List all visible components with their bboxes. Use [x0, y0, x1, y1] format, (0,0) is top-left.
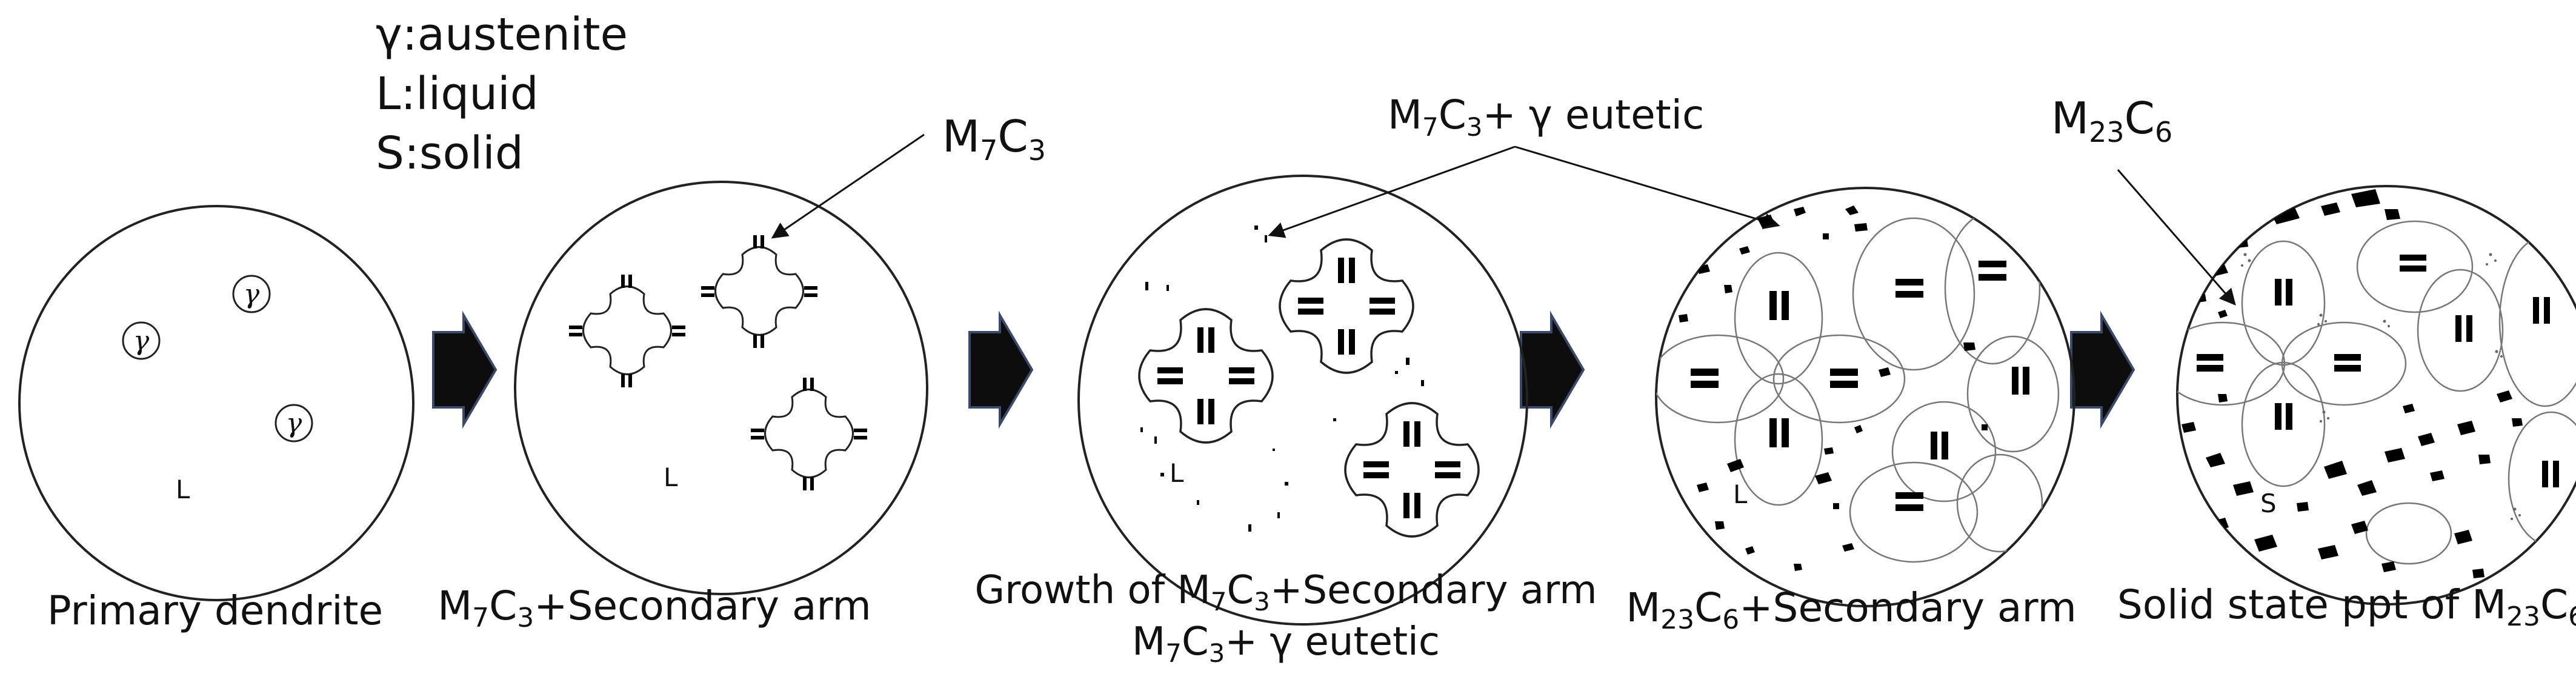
process-arrow: [1520, 310, 1585, 429]
stage-m7c3-secondary-arm: L M7C3 M7C3+Secondary arm: [438, 111, 1046, 633]
dendrite: [751, 378, 867, 490]
stage-3-circle: [1077, 175, 1528, 626]
svg-text:M7C3+ γ eutetic: M7C3+ γ eutetic: [1388, 92, 1704, 142]
region-label-liquid: L: [176, 475, 190, 504]
stage-2-caption: M7C3+Secondary arm: [438, 583, 871, 633]
gamma-nucleus: γ: [275, 404, 313, 443]
legend-solid: S:solid: [376, 127, 524, 179]
carbide-pairs: [2197, 255, 2559, 487]
eutectic-particles: [1140, 225, 1424, 532]
svg-text:γ: γ: [286, 408, 302, 439]
region-label-liquid: L: [664, 463, 678, 492]
process-arrow: [2070, 310, 2135, 429]
process-arrow: [968, 310, 1034, 429]
dendrite: [569, 275, 685, 387]
legend-gamma: γ:austenite: [376, 8, 628, 61]
svg-text:γ: γ: [244, 279, 260, 310]
stage-m23c6-secondary-arm: L M23C6+Secondary arm: [1626, 187, 2077, 635]
dendrite: [1279, 238, 1414, 374]
dendrite: [1138, 308, 1274, 444]
region-label-liquid: L: [1733, 479, 1748, 509]
region-label-liquid: L: [1170, 458, 1184, 488]
dendrite: [701, 235, 817, 348]
svg-text:M23C6: M23C6: [2051, 93, 2172, 149]
stage-4-caption: M23C6+Secondary arm: [1626, 584, 2077, 635]
stage-primary-dendrite: γ γ γ L Primary dendrite: [18, 205, 414, 634]
callout-m7c3-eutectic: M7C3+ γ eutetic: [1268, 92, 1780, 238]
m23c6-precipitates: [1679, 205, 1988, 571]
gamma-nucleus: γ: [122, 321, 161, 360]
process-arrow: [432, 310, 498, 429]
svg-text:γ: γ: [133, 326, 150, 356]
stage-3-caption-line2: M7C3+ γ eutetic: [1132, 620, 1440, 668]
stage-solid-state-ppt: S M23C6 Solid state ppt of M23C6: [2051, 93, 2576, 632]
stage-growth-m7c3: L M7C3+ γ eutetic Growth of M7C3+Seconda…: [974, 92, 1780, 668]
legend-liquid: L:liquid: [376, 68, 539, 120]
gamma-nucleus: γ: [232, 275, 271, 313]
fine-precipitate-dots: [2241, 253, 2521, 520]
stage-3-caption-line1: Growth of M7C3+Secondary arm: [974, 568, 1597, 616]
stage-4-circle: [1655, 187, 2075, 607]
m23c6-precipitates: [2182, 189, 2536, 578]
stage-5-circle: [2176, 185, 2576, 606]
stage-2-circle: [514, 181, 928, 595]
stage-1-caption: Primary dendrite: [47, 587, 383, 634]
dendrite: [1344, 402, 1480, 538]
svg-text:M7C3: M7C3: [942, 111, 1046, 167]
callout-m23c6: M23C6: [2051, 93, 2236, 306]
callout-m7c3: M7C3: [771, 111, 1046, 239]
stage-5-caption: Solid state ppt of M23C6: [2117, 581, 2576, 632]
stage-1-circle: [18, 205, 414, 601]
carbide-pairs: [1691, 261, 2029, 511]
region-label-solid: S: [2260, 489, 2277, 518]
grain-outlines: [2177, 220, 2576, 565]
legend: γ:austenite L:liquid S:solid: [376, 8, 628, 179]
